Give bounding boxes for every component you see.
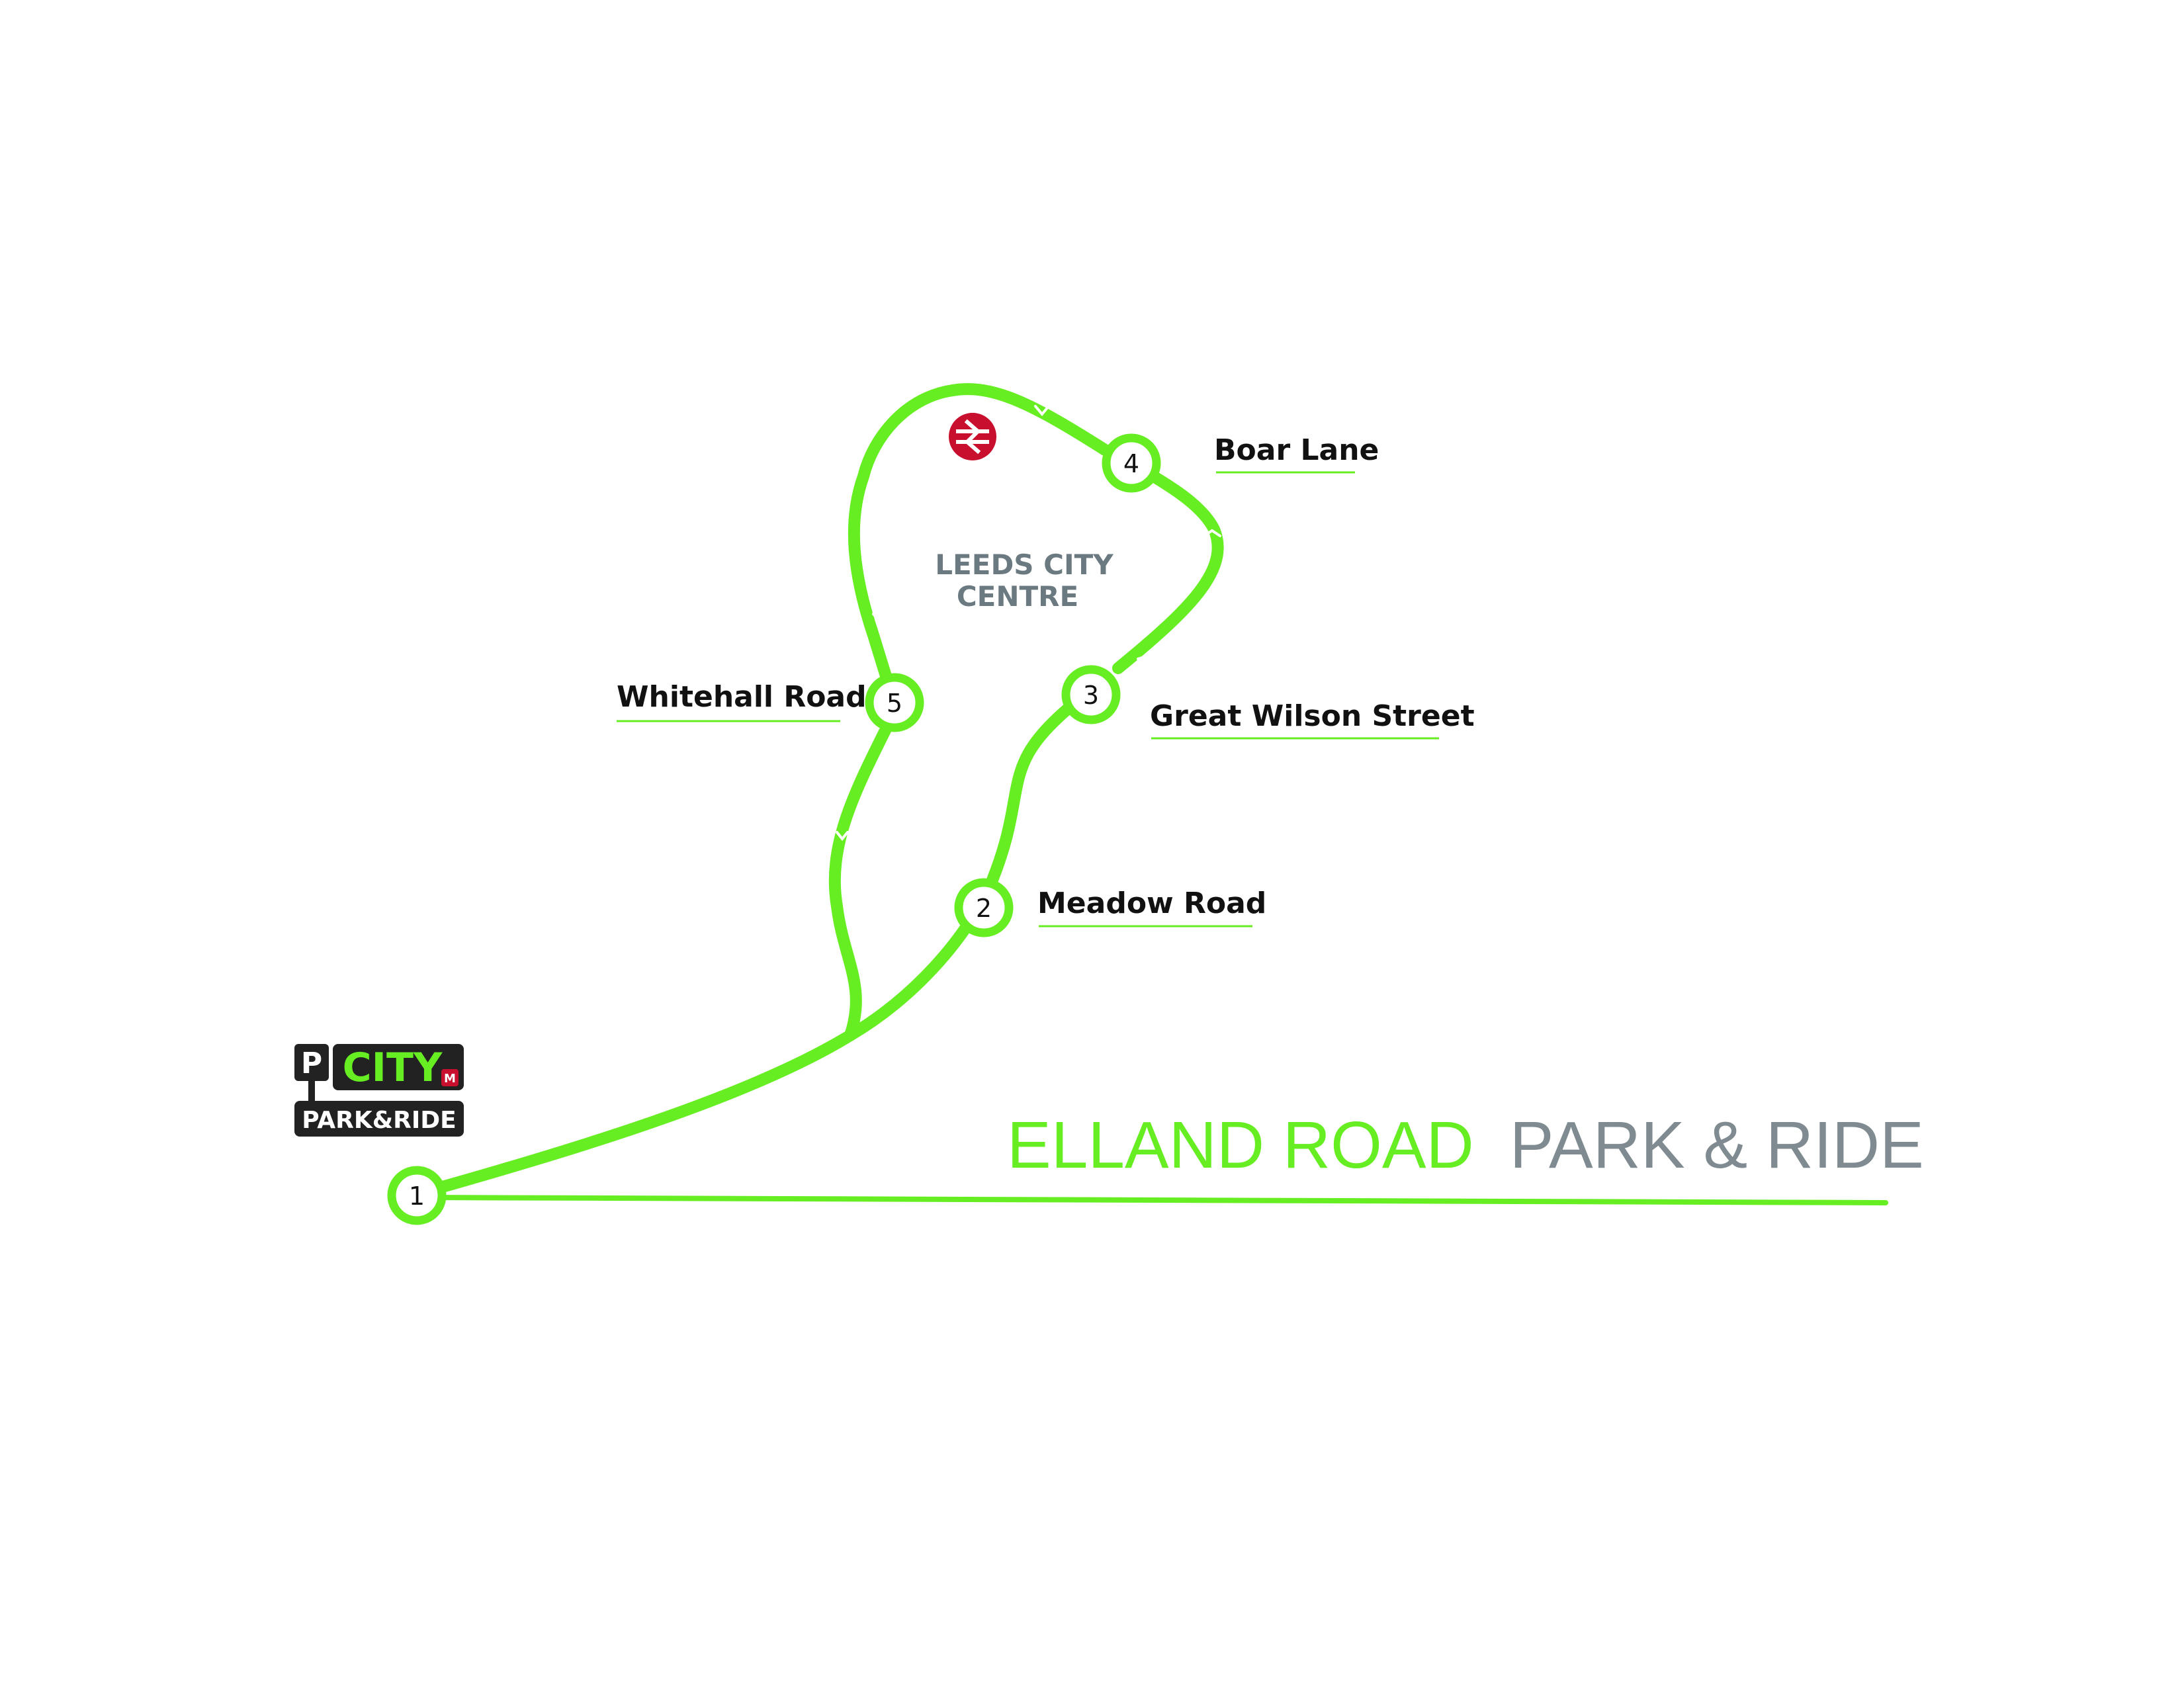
area-label-line1: LEEDS CITY	[935, 548, 1114, 581]
route-segment-2-3	[986, 689, 1091, 886]
area-label-line2: CENTRE	[957, 580, 1078, 613]
route-segment-5-junction	[828, 722, 893, 1041]
direction-arrow-icon	[1137, 654, 1151, 664]
stop-label-whitehall-road[interactable]: Whitehall Road	[617, 680, 867, 722]
stop-number: 4	[1123, 449, 1139, 478]
stop-name: Great Wilson Street	[1150, 699, 1475, 733]
direction-arrow-icon	[1034, 405, 1050, 417]
route-segment-3-4	[1112, 457, 1224, 674]
logo-park-ride: PARK&RIDE	[302, 1107, 457, 1134]
route-segment-1-junction	[411, 1029, 856, 1200]
stop-4[interactable]: 4	[1102, 433, 1161, 493]
stop-5[interactable]: 5	[865, 673, 924, 732]
route-segment-4-5	[848, 383, 1111, 684]
stop-name: Whitehall Road	[617, 680, 867, 714]
stop-2[interactable]: 2	[954, 878, 1014, 937]
direction-arrow-icon	[836, 831, 849, 842]
title-underline-route	[414, 1195, 1888, 1205]
route-segment-junction-2	[844, 900, 985, 1041]
logo-m-badge: M	[444, 1072, 456, 1086]
direction-arrow-icon	[1203, 529, 1221, 537]
city-park-ride-logo: P CITY M PARK&RIDE	[294, 1044, 464, 1137]
stop-label-great-wilson-street[interactable]: Great Wilson Street	[1150, 699, 1475, 740]
logo-city: CITY	[343, 1045, 443, 1091]
stop-name: Boar Lane	[1214, 433, 1379, 467]
stop-label-boar-lane[interactable]: Boar Lane	[1214, 433, 1379, 474]
stop-number: 1	[409, 1182, 425, 1211]
stop-number: 5	[887, 689, 902, 718]
direction-arrow-icon	[872, 613, 885, 623]
direction-arrows	[836, 405, 1221, 842]
stop-label-meadow-road[interactable]: Meadow Road	[1037, 887, 1266, 928]
stop-number: 3	[1083, 681, 1099, 710]
stop-name: Meadow Road	[1037, 887, 1266, 920]
title-part2: PARK & RIDE	[1510, 1108, 1924, 1182]
stop-number: 2	[976, 894, 992, 923]
page-title: ELLAND ROAD PARK & RIDE	[1007, 1108, 1924, 1182]
route-lines	[411, 383, 1888, 1205]
stop-1[interactable]: 1	[387, 1166, 447, 1225]
national-rail-icon	[949, 413, 996, 460]
title-part1: ELLAND ROAD	[1007, 1108, 1474, 1182]
logo-p-letter: P	[301, 1047, 322, 1080]
direction-arrow-icon	[882, 451, 895, 462]
stop-3[interactable]: 3	[1061, 665, 1121, 724]
